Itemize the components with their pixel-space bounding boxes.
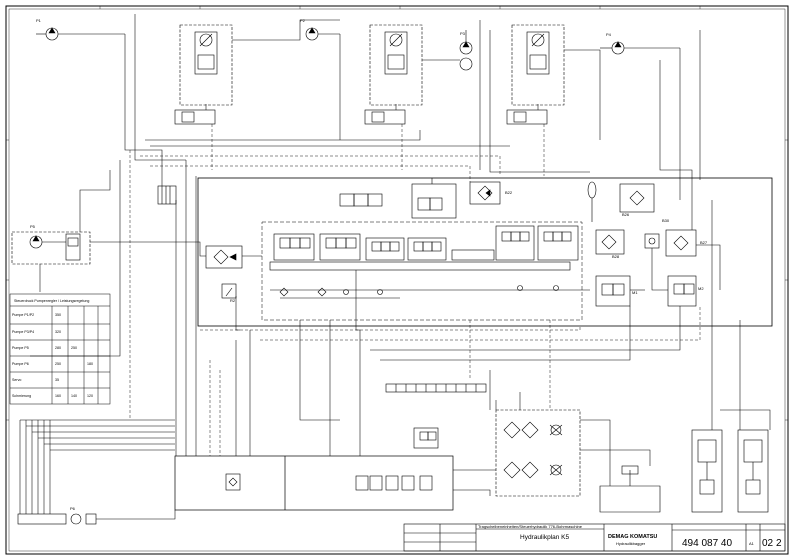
check-valve-b25 bbox=[644, 233, 660, 249]
component-tags: P1 P2 P3 P4 P5 P6 B22 B26 B27 B28 B30 R2… bbox=[30, 18, 708, 511]
tank-bottom bbox=[599, 465, 661, 513]
tag-r2: R2 bbox=[230, 298, 236, 303]
pump-p4-symbol bbox=[600, 41, 680, 55]
legend-row-label: Pumpe P3/P4 bbox=[12, 330, 34, 334]
valve-lower-mid bbox=[413, 427, 439, 449]
filter-b26 bbox=[619, 183, 655, 213]
manifold-rail bbox=[385, 383, 487, 393]
legend-table-header: Steuerdruck Pumpenregler / Leistungsrege… bbox=[14, 299, 89, 303]
legend-row-value: 250 bbox=[55, 362, 61, 366]
legend-row-value: 180 bbox=[87, 362, 93, 366]
pump-unit-1 bbox=[174, 24, 233, 125]
tag-p2: P2 bbox=[300, 18, 306, 23]
legend-row-value: 140 bbox=[71, 394, 77, 398]
valve-small-1 bbox=[339, 193, 383, 207]
drawing-frame bbox=[5, 5, 789, 555]
pipe-network bbox=[19, 14, 771, 520]
pump-p1-symbol bbox=[36, 27, 125, 41]
legend-row-label: Pumpe P5 bbox=[12, 346, 29, 350]
tag-b30: B30 bbox=[662, 218, 670, 223]
pump-p2-symbol bbox=[305, 27, 340, 41]
valve-m2 bbox=[667, 275, 697, 307]
tag-p5: P5 bbox=[30, 224, 36, 229]
pilot-lines-dashed bbox=[129, 124, 701, 456]
legend-row-value: 320 bbox=[55, 330, 61, 334]
title-block-company: DEMAG KOMATSU bbox=[608, 534, 657, 540]
title-block-title: Hydraulikplan K5 bbox=[520, 534, 570, 541]
tank-box-left bbox=[157, 185, 177, 205]
legend-table-rows: Pumpe P1/P2 350 Pumpe P3/P4 320 Pumpe P5… bbox=[12, 313, 93, 398]
valve-yv-upper bbox=[411, 178, 457, 219]
legend-row-label: Pumpe P6 bbox=[12, 362, 29, 366]
valve-bank-manifold bbox=[269, 261, 571, 271]
drawing-inner-frame bbox=[8, 8, 786, 552]
valve-m1 bbox=[595, 275, 631, 307]
valve-bank bbox=[273, 225, 579, 261]
title-block-format: A1 bbox=[749, 541, 755, 546]
hydraulic-cylinder-right bbox=[737, 429, 769, 513]
tag-p3: P3 bbox=[460, 31, 466, 36]
filter-b22 bbox=[469, 181, 501, 205]
tag-m2: M2 bbox=[698, 286, 704, 291]
hydraulic-cylinder-left bbox=[691, 429, 723, 513]
pressure-sensors-row bbox=[279, 285, 559, 297]
tag-b22: B22 bbox=[505, 190, 513, 195]
legend-row-label: Servo bbox=[12, 378, 21, 382]
control-block-frame bbox=[197, 177, 773, 327]
legend-row-value: 250 bbox=[71, 346, 77, 350]
tank-block-lower bbox=[174, 455, 454, 511]
title-block-company-sub: Hydraulikbagger bbox=[616, 541, 646, 546]
filter-p08 bbox=[205, 245, 243, 269]
tag-b27: B27 bbox=[700, 240, 708, 245]
legend-row-value: 280 bbox=[55, 346, 61, 350]
title-block-drawing-number: 494 087 40 bbox=[682, 538, 732, 549]
legend-row-label: Pumpe P1/P2 bbox=[12, 313, 34, 317]
tag-p4: P4 bbox=[606, 32, 612, 37]
legend-row-label: Schmierung bbox=[12, 394, 31, 398]
title-block-sheet-total: 2 bbox=[776, 538, 782, 549]
accumulator bbox=[587, 181, 597, 222]
pump-unit-2 bbox=[364, 24, 423, 125]
relief-valve-r2 bbox=[221, 283, 237, 299]
pump-unit-3 bbox=[506, 24, 565, 125]
tag-b28: B28 bbox=[612, 254, 620, 259]
tag-m1: M1 bbox=[632, 290, 638, 295]
title-block bbox=[403, 523, 786, 552]
filter-b27 bbox=[665, 229, 697, 257]
pump-bottom-left bbox=[17, 513, 97, 525]
tag-p6: P6 bbox=[70, 506, 76, 511]
legend-row-value: 350 bbox=[55, 313, 61, 317]
return-filters-lower bbox=[225, 473, 433, 491]
legend-row-value: 120 bbox=[87, 394, 93, 398]
legend-row-value: 35 bbox=[55, 378, 59, 382]
tag-b26: B26 bbox=[622, 212, 630, 217]
title-block-sheet: 02 bbox=[762, 538, 774, 549]
oil-cooler bbox=[495, 409, 581, 497]
main-pump-left bbox=[11, 231, 91, 265]
tag-p1: P1 bbox=[36, 18, 42, 23]
valve-bank-frame bbox=[261, 221, 583, 321]
legend-row-value: 160 bbox=[55, 394, 61, 398]
pump-p3-symbol bbox=[459, 30, 473, 71]
filter-b28 bbox=[595, 229, 625, 255]
title-block-subtitle: Tragscheibeneinheiten/Steuerhydraulik 77… bbox=[478, 524, 583, 529]
border-ticks bbox=[6, 6, 788, 421]
